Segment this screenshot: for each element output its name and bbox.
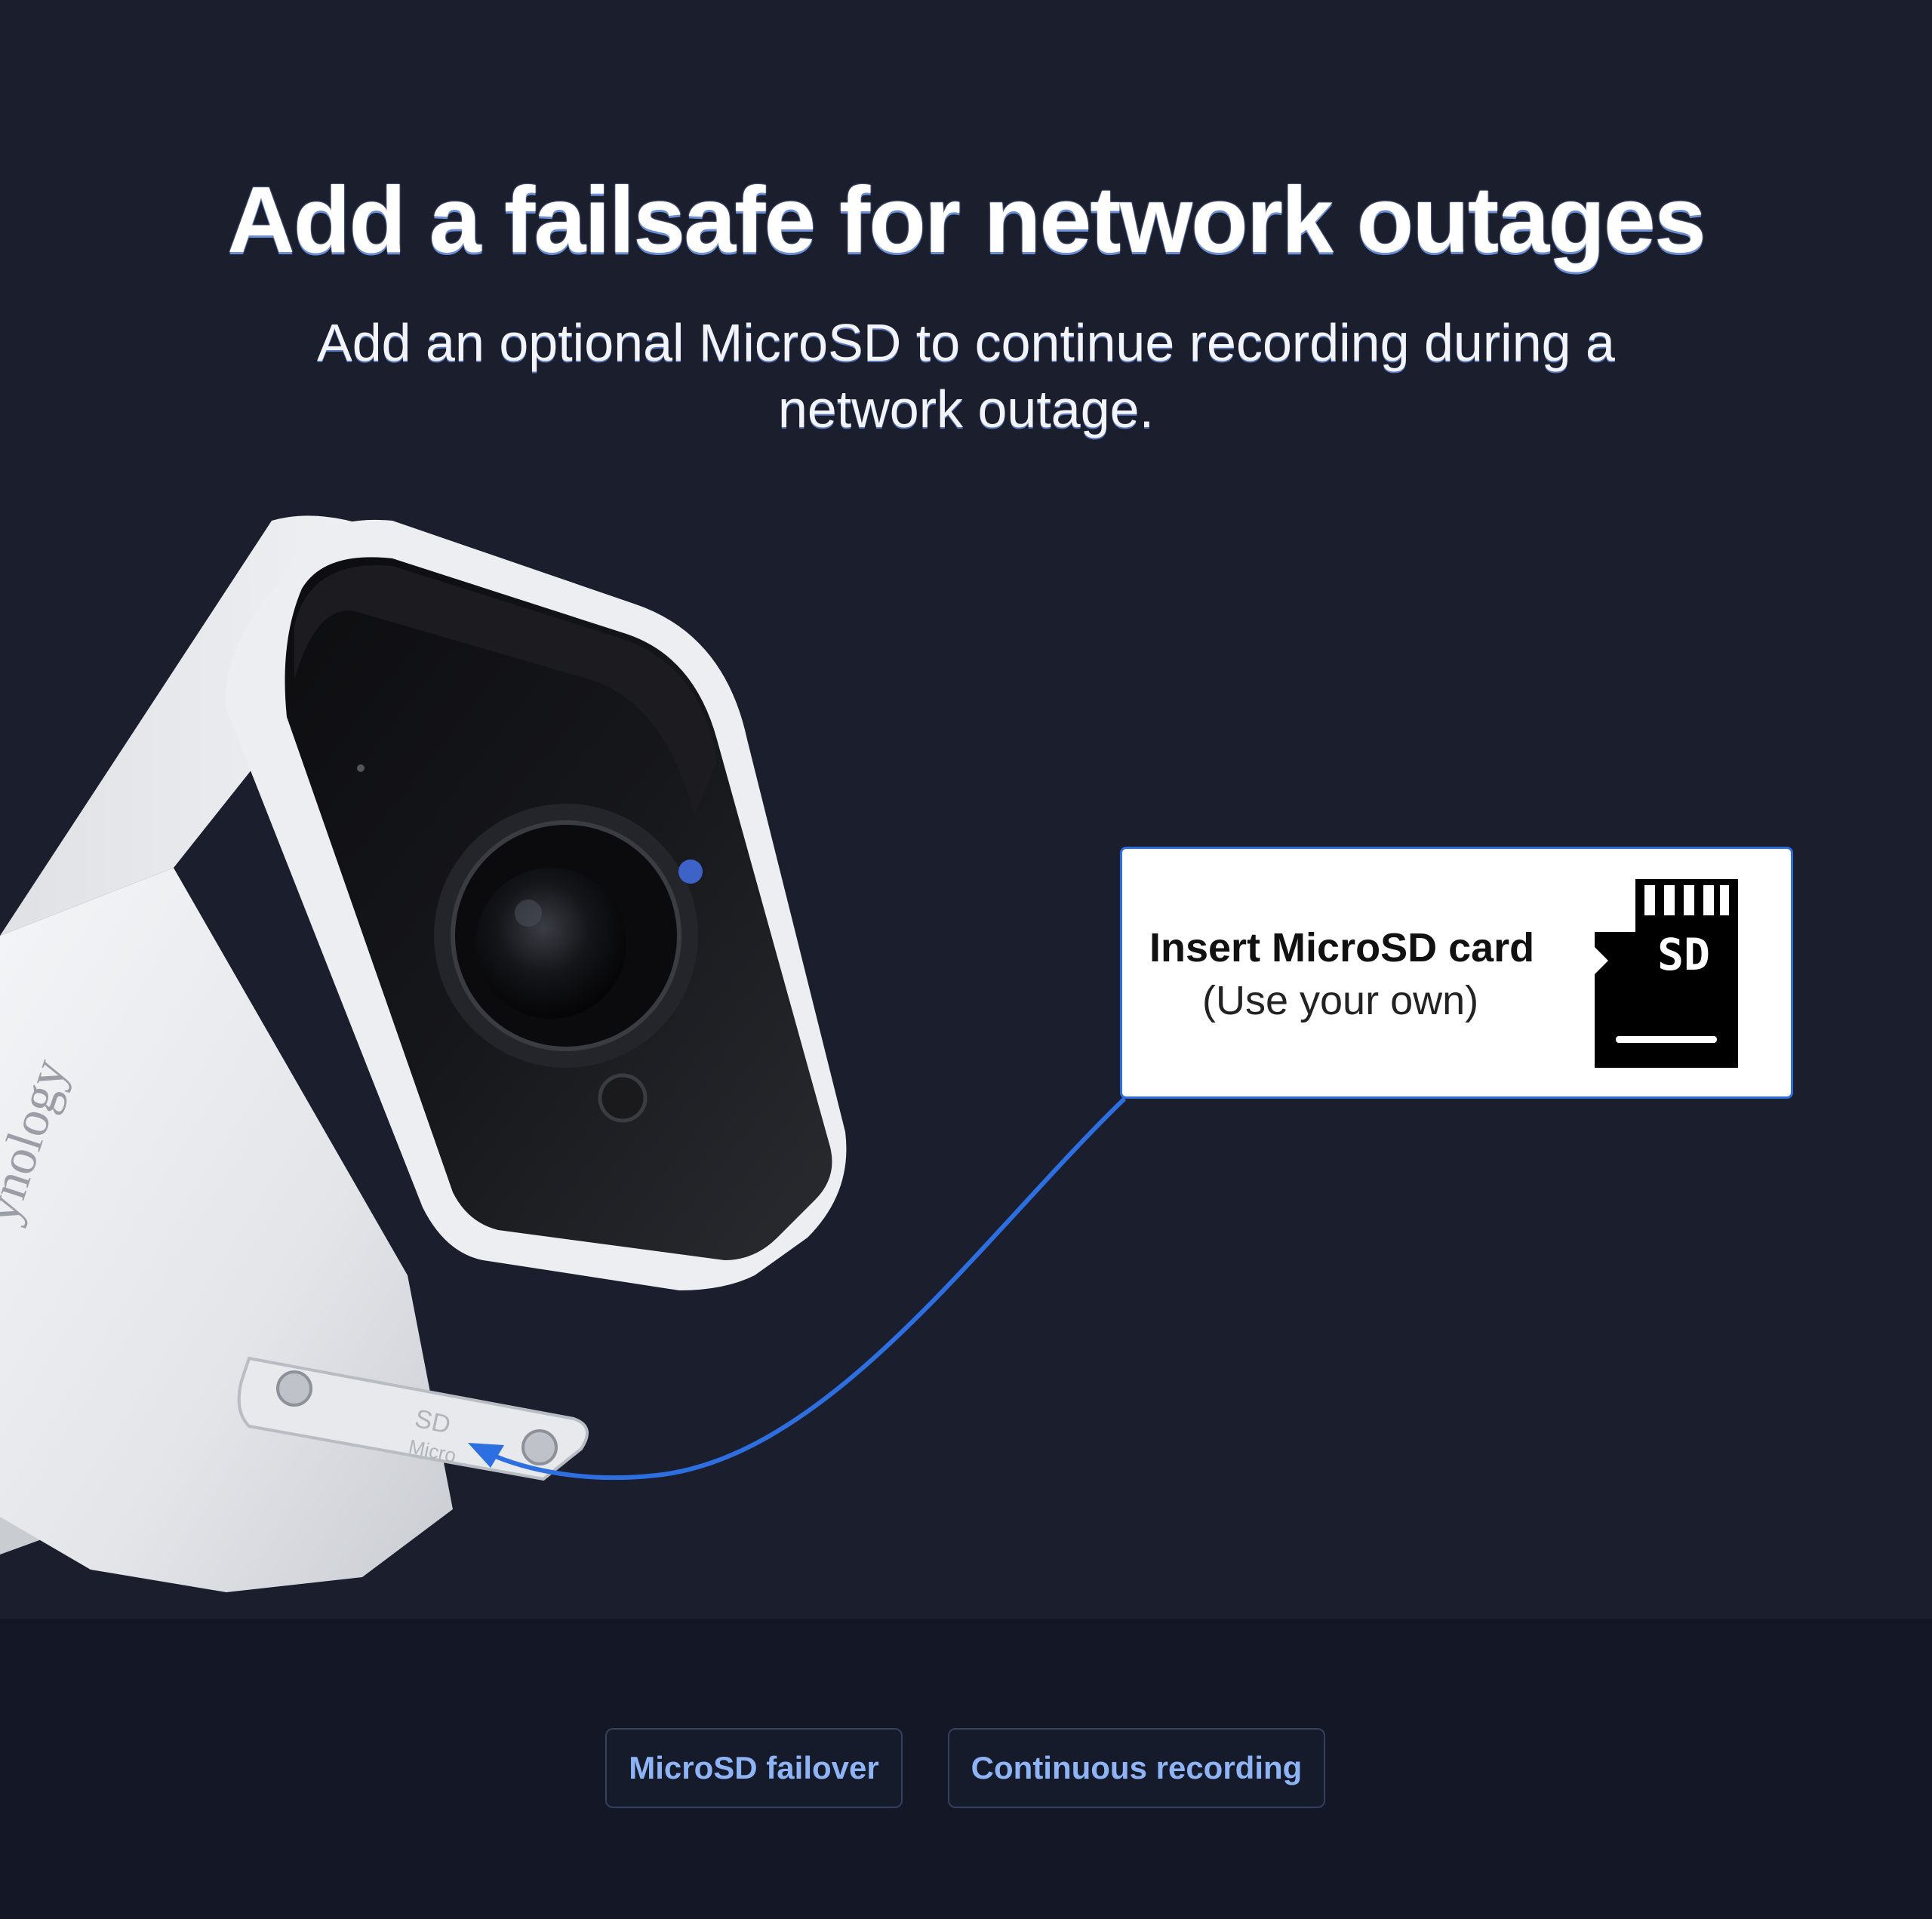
sd-icon-text: SD xyxy=(1657,929,1710,980)
ir-sensor xyxy=(598,1073,648,1123)
cover-screw-right xyxy=(521,1429,558,1465)
microsd-callout-card: Insert MicroSD card (Use your own) SD xyxy=(1120,847,1793,1099)
camera-visor xyxy=(294,565,717,815)
subheadline: Add an optional MicroSD to continue reco… xyxy=(317,313,1615,438)
lens-reflection xyxy=(515,900,542,927)
lens-glass xyxy=(475,868,626,1019)
tag-microsd-failover[interactable]: MicroSD failover xyxy=(605,1728,903,1808)
tag-continuous-recording[interactable]: Continuous recording xyxy=(948,1728,1325,1808)
headline: Add a failsafe for network outages xyxy=(227,168,1706,272)
hero-section: Add a failsafe for network outages Add a… xyxy=(0,168,1793,1592)
cover-screw-left xyxy=(276,1370,312,1407)
status-led xyxy=(678,860,703,884)
microsd-card-icon: SD xyxy=(1595,879,1738,1068)
camera-illustration: ynology SD Micro xyxy=(0,515,847,1592)
mic-hole xyxy=(357,764,365,772)
callout-title: Insert MicroSD card xyxy=(1149,925,1535,970)
callout-note: (Use your own) xyxy=(1202,978,1479,1023)
